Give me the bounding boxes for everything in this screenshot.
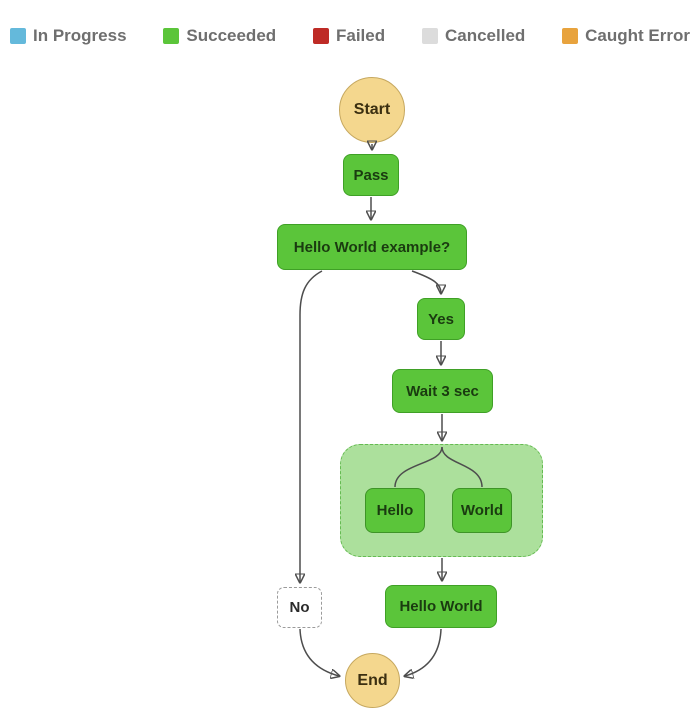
succeeded-swatch-icon — [163, 28, 180, 44]
state-end[interactable]: End — [345, 653, 400, 708]
state-pass[interactable]: Pass — [343, 154, 399, 196]
in-progress-swatch-icon — [10, 28, 26, 44]
cancelled-swatch-icon — [421, 28, 438, 44]
failed-swatch-icon — [313, 28, 329, 44]
edge-choice-no — [300, 270, 323, 582]
edge-choice-yes — [411, 270, 441, 293]
state-hello[interactable]: Hello — [365, 488, 425, 533]
legend-item-in-progress: In Progress — [10, 26, 127, 46]
legend-label: Cancelled — [444, 26, 526, 45]
edge-helloworld-end — [405, 628, 442, 676]
state-world[interactable]: World — [452, 488, 512, 533]
legend-item-cancelled: Cancelled — [421, 26, 526, 46]
caught-error-swatch-icon — [562, 28, 579, 44]
edge-no-end — [299, 628, 339, 676]
legend-label: In Progress — [33, 26, 127, 45]
legend-label: Caught Error — [585, 26, 690, 45]
legend-item-succeeded: Succeeded — [163, 26, 276, 46]
state-no[interactable]: No — [277, 587, 322, 628]
state-choice-hello-world-example[interactable]: Hello World example? — [277, 224, 467, 270]
status-legend: In Progress Succeeded Failed Cancelled C… — [0, 25, 700, 47]
state-hello-world[interactable]: Hello World — [385, 585, 497, 628]
state-start[interactable]: Start — [339, 77, 405, 143]
state-wait-3-sec[interactable]: Wait 3 sec — [392, 369, 493, 413]
state-yes[interactable]: Yes — [417, 298, 465, 340]
legend-label: Failed — [336, 26, 386, 45]
legend-item-failed: Failed — [313, 26, 385, 46]
legend-item-caught-error: Caught Error — [562, 26, 690, 46]
legend-label: Succeeded — [186, 26, 277, 45]
